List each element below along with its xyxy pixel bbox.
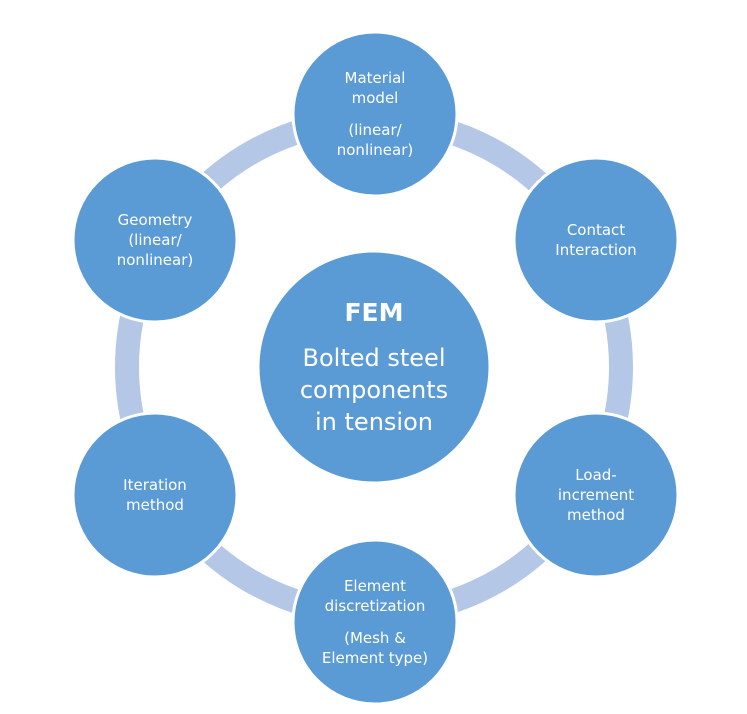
center-subtitle-line: components: [299, 376, 449, 404]
node-label-line: Element: [343, 577, 407, 595]
node-circle-load-increment-method: [512, 411, 680, 579]
center-title: FEM: [344, 298, 404, 327]
node-circle-iteration-method: [71, 411, 239, 579]
center-subtitle: Bolted steel components in tension: [300, 342, 448, 438]
center-subtitle-line: Bolted steel: [302, 344, 446, 372]
node-label-line: method: [126, 496, 184, 514]
node-circle-geometry: [71, 156, 239, 324]
node-label-line: Load-: [575, 466, 617, 484]
node-label-line: Geometry: [117, 211, 193, 229]
node-label-line: nonlinear): [116, 251, 194, 269]
node-label-line: Contact: [566, 221, 626, 239]
center-circle: [256, 249, 492, 485]
node-label-line: increment: [557, 486, 635, 504]
center-subtitle-line: in tension: [315, 408, 433, 436]
node-label-material-model: Material model (linear/nonlinear): [300, 39, 450, 189]
node-label-iteration-method: Iteration method: [80, 420, 230, 570]
node-label-line: Interaction: [555, 241, 637, 259]
node-circles: [71, 30, 680, 706]
node-label-geometry: Geometry (linear/nonlinear): [80, 165, 230, 315]
node-label-line: (linear/: [348, 121, 402, 139]
node-label-line: nonlinear): [336, 141, 414, 159]
node-circle-element-discretization: [291, 538, 459, 706]
node-circle-contact-interaction: [512, 156, 680, 324]
node-label-line: method: [567, 506, 625, 524]
node-label-line: Iteration: [123, 476, 187, 494]
center-label: FEM Bolted steel components in tension: [264, 257, 484, 477]
node-label-line: (linear/: [128, 231, 182, 249]
node-label-line: (Mesh &: [344, 629, 406, 647]
node-circle-material-model: [291, 30, 459, 198]
node-label-element-discretization: Element discretization (Mesh & Element type…: [300, 547, 450, 697]
node-label-line: Element type): [321, 649, 429, 667]
node-label-line: discretization: [324, 597, 426, 615]
node-label-line: model: [351, 89, 399, 107]
node-label-line: Material: [344, 69, 406, 87]
node-label-load-increment-method: Load-increment method: [521, 420, 671, 570]
